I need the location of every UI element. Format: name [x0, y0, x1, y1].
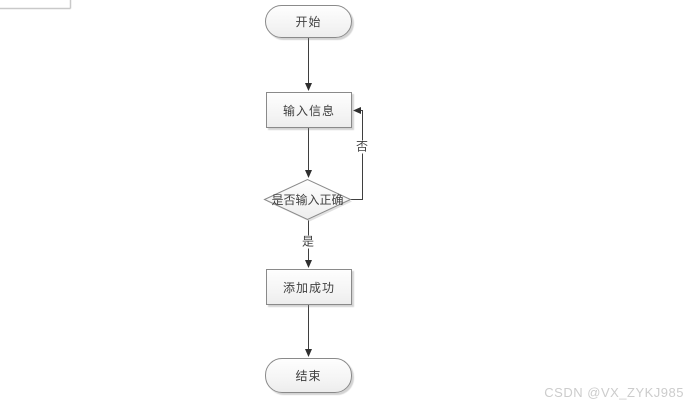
- flowchart-node-end: 结束: [265, 358, 352, 393]
- edge-decision-to-input-no: [350, 107, 363, 200]
- flowchart-node-decision-shape: [263, 178, 352, 222]
- node-label: 结束: [295, 369, 322, 383]
- edge-success-to-end: [305, 305, 312, 357]
- flowchart-node-decision: 是否输入正确: [265, 179, 350, 220]
- node-label: 添加成功: [282, 280, 335, 295]
- watermark-text: CSDN @VX_ZYKJ985: [544, 385, 684, 400]
- arrowhead-down-icon: [305, 170, 312, 178]
- flowchart-node-input: 输入信息: [266, 92, 352, 128]
- flowchart-node-start: 开始: [265, 5, 352, 38]
- arrowhead-down-icon: [305, 260, 312, 268]
- flowchart-node-success: 添加成功: [266, 269, 352, 305]
- edge-label-yes: 是: [300, 234, 316, 249]
- node-label: 是否输入正确: [271, 193, 344, 207]
- edge-label-no: 否: [354, 139, 370, 154]
- arrowhead-down-icon: [305, 83, 312, 91]
- node-label: 输入信息: [282, 103, 335, 118]
- arrowhead-left-icon: [353, 107, 361, 114]
- edge-input-to-decision: [305, 128, 312, 178]
- edge-start-to-input: [305, 38, 312, 91]
- node-label: 开始: [295, 15, 322, 29]
- page-corner-mark: [0, 0, 72, 10]
- arrowhead-down-icon: [305, 349, 312, 357]
